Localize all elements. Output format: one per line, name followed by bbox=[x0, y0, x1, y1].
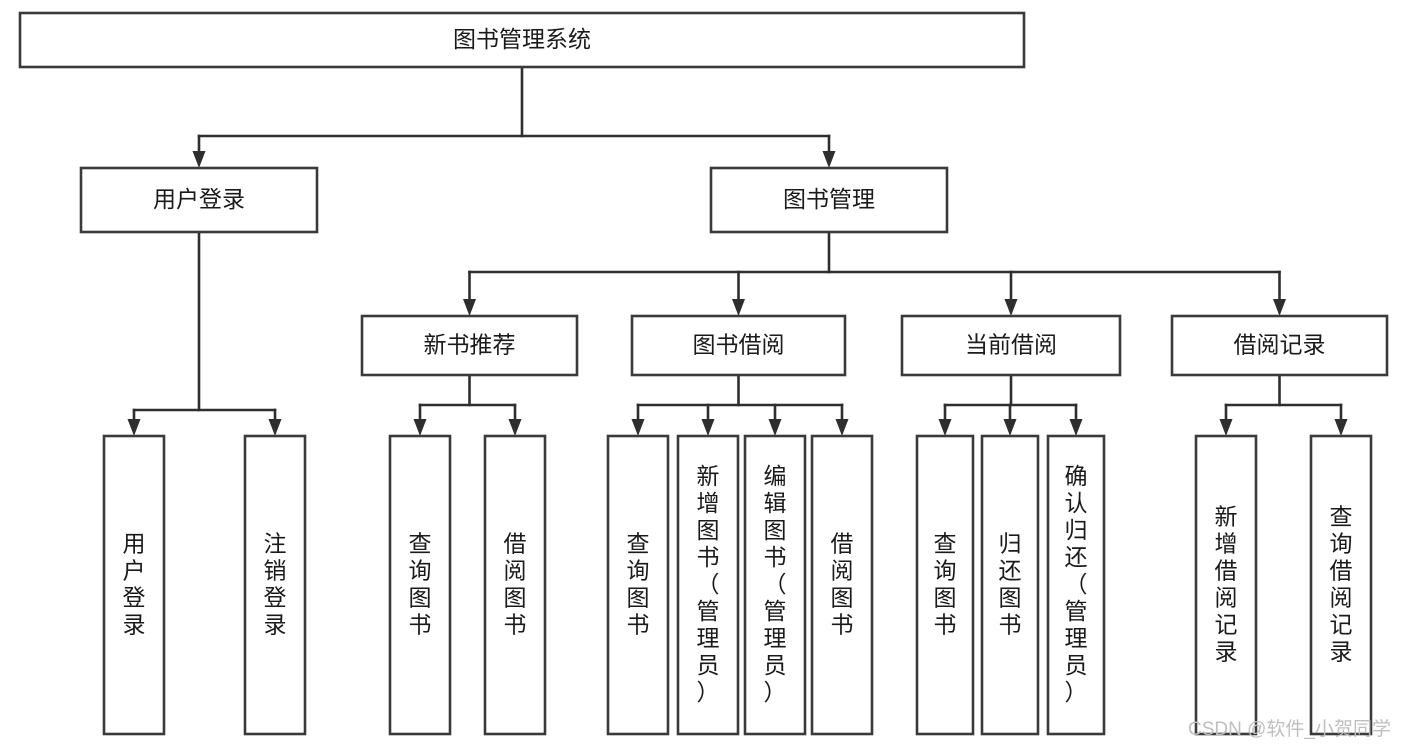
node-f-query3[interactable]: 查询图书 bbox=[915, 434, 975, 736]
node-box[interactable] bbox=[102, 434, 166, 736]
node-f-return[interactable]: 归还图书 bbox=[980, 434, 1040, 736]
node-current[interactable]: 当前借阅 bbox=[900, 314, 1122, 377]
edge-arrowhead bbox=[413, 419, 427, 436]
node-f-borrow2[interactable]: 借阅图书 bbox=[810, 434, 874, 736]
node-box[interactable] bbox=[388, 434, 452, 736]
node-label: 借阅图书 bbox=[504, 531, 527, 638]
edge-arrowhead bbox=[1004, 299, 1018, 316]
node-label: 查询图书 bbox=[409, 531, 432, 638]
node-label: 图书管理系统 bbox=[453, 26, 591, 52]
node-borrow[interactable]: 图书借阅 bbox=[630, 314, 847, 377]
node-label: 图书借阅 bbox=[693, 332, 785, 358]
node-box[interactable] bbox=[1170, 314, 1389, 377]
node-label: 查询图书 bbox=[934, 531, 957, 638]
edge-arrowhead bbox=[463, 299, 476, 316]
node-label: 用户登录 bbox=[123, 531, 146, 638]
node-label: 借阅图书 bbox=[831, 531, 854, 638]
node-login[interactable]: 用户登录 bbox=[79, 166, 319, 234]
node-label: 当前借阅 bbox=[965, 332, 1057, 358]
node-box[interactable] bbox=[606, 434, 670, 736]
node-f-borrow1[interactable]: 借阅图书 bbox=[483, 434, 547, 736]
node-f-addrec[interactable]: 新增借阅记录 bbox=[1194, 434, 1258, 736]
node-box[interactable] bbox=[1194, 434, 1258, 736]
edge-arrowhead bbox=[1273, 299, 1286, 316]
node-f-logout[interactable]: 注销登录 bbox=[243, 434, 307, 736]
node-label: 查询图书 bbox=[627, 531, 650, 638]
node-box[interactable] bbox=[79, 166, 319, 234]
node-box[interactable] bbox=[810, 434, 874, 736]
edge-arrowhead bbox=[508, 419, 522, 436]
node-label: 注销登录 bbox=[264, 531, 287, 638]
node-box[interactable] bbox=[1309, 434, 1373, 736]
node-records[interactable]: 借阅记录 bbox=[1170, 314, 1389, 377]
node-box[interactable] bbox=[980, 434, 1040, 736]
node-label: 新书推荐 bbox=[424, 332, 516, 358]
node-label: 确认归还（管理员） bbox=[1065, 463, 1088, 705]
node-label: 查询借阅记录 bbox=[1330, 504, 1353, 665]
edge-arrowhead bbox=[192, 151, 206, 168]
edge-arrowhead bbox=[1003, 419, 1017, 436]
node-f-query1[interactable]: 查询图书 bbox=[388, 434, 452, 736]
edge-arrowhead bbox=[1219, 419, 1233, 436]
edges-layer bbox=[127, 65, 1348, 436]
node-f-edit[interactable]: 编辑图书（管理员） bbox=[743, 434, 807, 736]
node-label: 借阅记录 bbox=[1234, 332, 1326, 358]
nodes-layer: 图书管理系统用户登录图书管理新书推荐图书借阅当前借阅借阅记录用户登录注销登录查询… bbox=[18, 11, 1389, 736]
node-bookmgr[interactable]: 图书管理 bbox=[709, 166, 949, 234]
node-box[interactable] bbox=[676, 434, 740, 736]
edge-arrowhead bbox=[1334, 419, 1348, 436]
node-box[interactable] bbox=[18, 11, 1026, 69]
csdn-watermark: CSDN @软件_小贺同学 bbox=[1188, 719, 1391, 740]
edge-arrowhead bbox=[732, 299, 745, 316]
node-root[interactable]: 图书管理系统 bbox=[18, 11, 1026, 69]
node-label: 图书管理 bbox=[783, 186, 875, 212]
node-f-add[interactable]: 新增图书（管理员） bbox=[676, 434, 740, 736]
edge-arrowhead bbox=[268, 419, 282, 436]
node-box[interactable] bbox=[709, 166, 949, 234]
node-label: 归还图书 bbox=[999, 531, 1022, 638]
node-box[interactable] bbox=[900, 314, 1122, 377]
node-box[interactable] bbox=[483, 434, 547, 736]
edge-arrowhead bbox=[631, 419, 645, 436]
node-box[interactable] bbox=[630, 314, 847, 377]
node-newbook[interactable]: 新书推荐 bbox=[360, 314, 579, 377]
edge-arrowhead bbox=[701, 419, 715, 436]
edge-arrowhead bbox=[1069, 419, 1083, 436]
node-box[interactable] bbox=[1046, 434, 1106, 736]
edge-arrowhead bbox=[768, 419, 782, 436]
node-box[interactable] bbox=[243, 434, 307, 736]
edge-arrowhead bbox=[822, 151, 836, 168]
edge-arrowhead bbox=[835, 419, 849, 436]
node-f-query2[interactable]: 查询图书 bbox=[606, 434, 670, 736]
node-f-queryrec[interactable]: 查询借阅记录 bbox=[1309, 434, 1373, 736]
node-label: 编辑图书（管理员） bbox=[764, 463, 787, 705]
edge-arrowhead bbox=[938, 419, 952, 436]
node-label: 用户登录 bbox=[153, 186, 245, 212]
node-label: 新增借阅记录 bbox=[1215, 504, 1238, 665]
edge-arrowhead bbox=[127, 419, 141, 436]
node-box[interactable] bbox=[360, 314, 579, 377]
node-f-confirm[interactable]: 确认归还（管理员） bbox=[1046, 434, 1106, 736]
node-f-login[interactable]: 用户登录 bbox=[102, 434, 166, 736]
node-box[interactable] bbox=[915, 434, 975, 736]
node-box[interactable] bbox=[743, 434, 807, 736]
node-label: 新增图书（管理员） bbox=[697, 463, 720, 705]
